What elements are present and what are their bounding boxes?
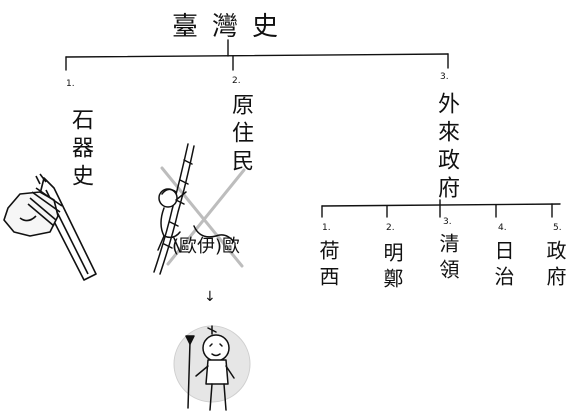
- climbing-figure-icon: [153, 143, 246, 275]
- category-3-number: 3.: [440, 72, 449, 82]
- main-branch-line: [65, 53, 449, 58]
- sub-item-5-label: 政府: [543, 240, 566, 292]
- sub-item-2-number: 2.: [386, 223, 395, 233]
- sub-item-3-number: 3.: [443, 217, 452, 227]
- sub-item-4-number: 4.: [498, 223, 507, 233]
- category-2-number: 2.: [232, 76, 241, 86]
- sub-item-1-label: 荷西: [316, 240, 340, 292]
- down-arrow-icon: ↓: [204, 289, 216, 305]
- stone-axe-icon: [3, 173, 97, 281]
- category-1-label: 石器史: [68, 108, 93, 192]
- sub-item-3-label: 清領: [436, 233, 460, 285]
- sub-branch-line: [321, 203, 561, 207]
- category-3-label: 外來政府: [434, 92, 459, 204]
- category-1-number: 1.: [66, 79, 75, 89]
- sub-item-2-label: 明鄭: [380, 242, 404, 294]
- aside-label: (歐伊)歐: [172, 236, 241, 257]
- diagram-title: 臺灣史: [172, 12, 293, 42]
- sub-item-1-number: 1.: [322, 223, 331, 233]
- category-2-label: 原住民: [228, 93, 253, 177]
- sub-item-5-number: 5.: [553, 223, 562, 233]
- aboriginal-figure-icon: [173, 325, 251, 411]
- sub-item-4-label: 日治: [491, 240, 515, 292]
